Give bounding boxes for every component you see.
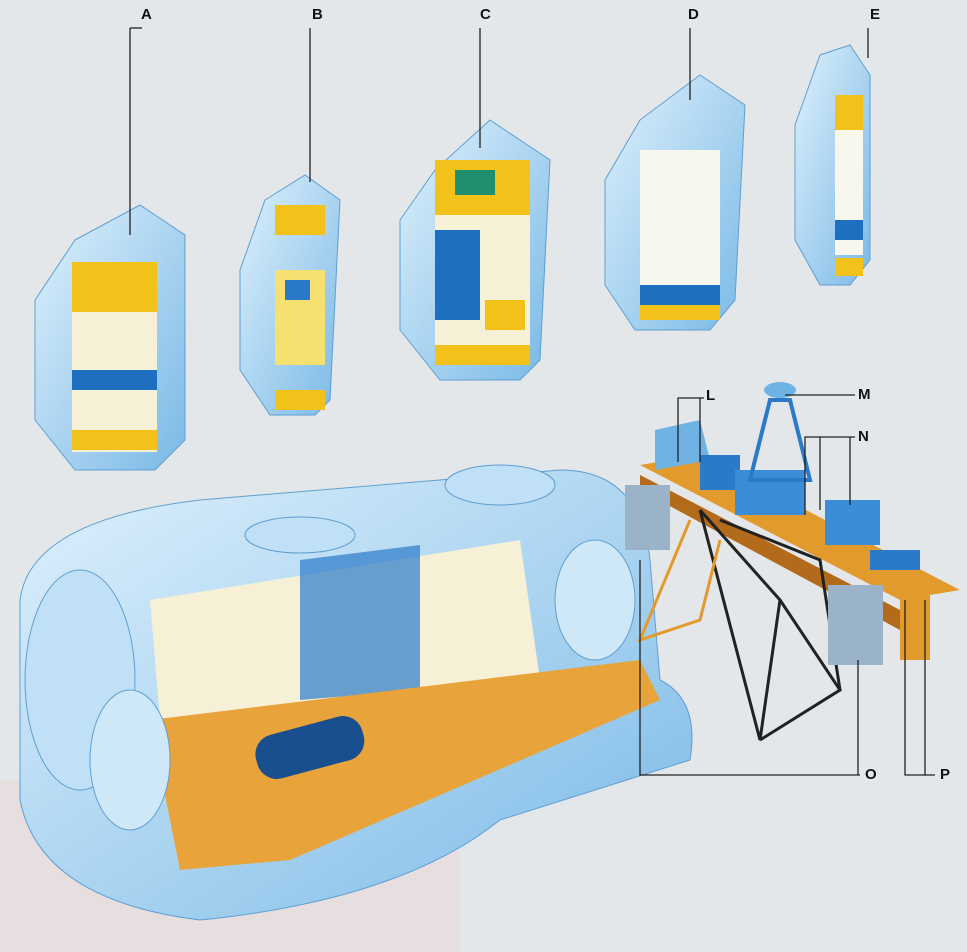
rack-d [604, 74, 746, 331]
rack-c [399, 119, 551, 381]
rack-a [34, 204, 186, 471]
external-platform [625, 382, 960, 742]
laboratory-module [19, 464, 693, 921]
label-l: L [706, 387, 716, 404]
label-o: O [865, 766, 877, 783]
leader-lines [129, 27, 935, 776]
label-a: A [141, 6, 152, 23]
label-e: E [870, 6, 881, 23]
label-m: M [858, 386, 871, 403]
label-n: N [858, 428, 869, 445]
label-c: C [480, 6, 491, 23]
label-p: P [940, 766, 951, 783]
rack-b [239, 174, 341, 416]
rack-e [794, 44, 871, 286]
label-d: D [688, 6, 699, 23]
label-b: B [312, 6, 323, 23]
